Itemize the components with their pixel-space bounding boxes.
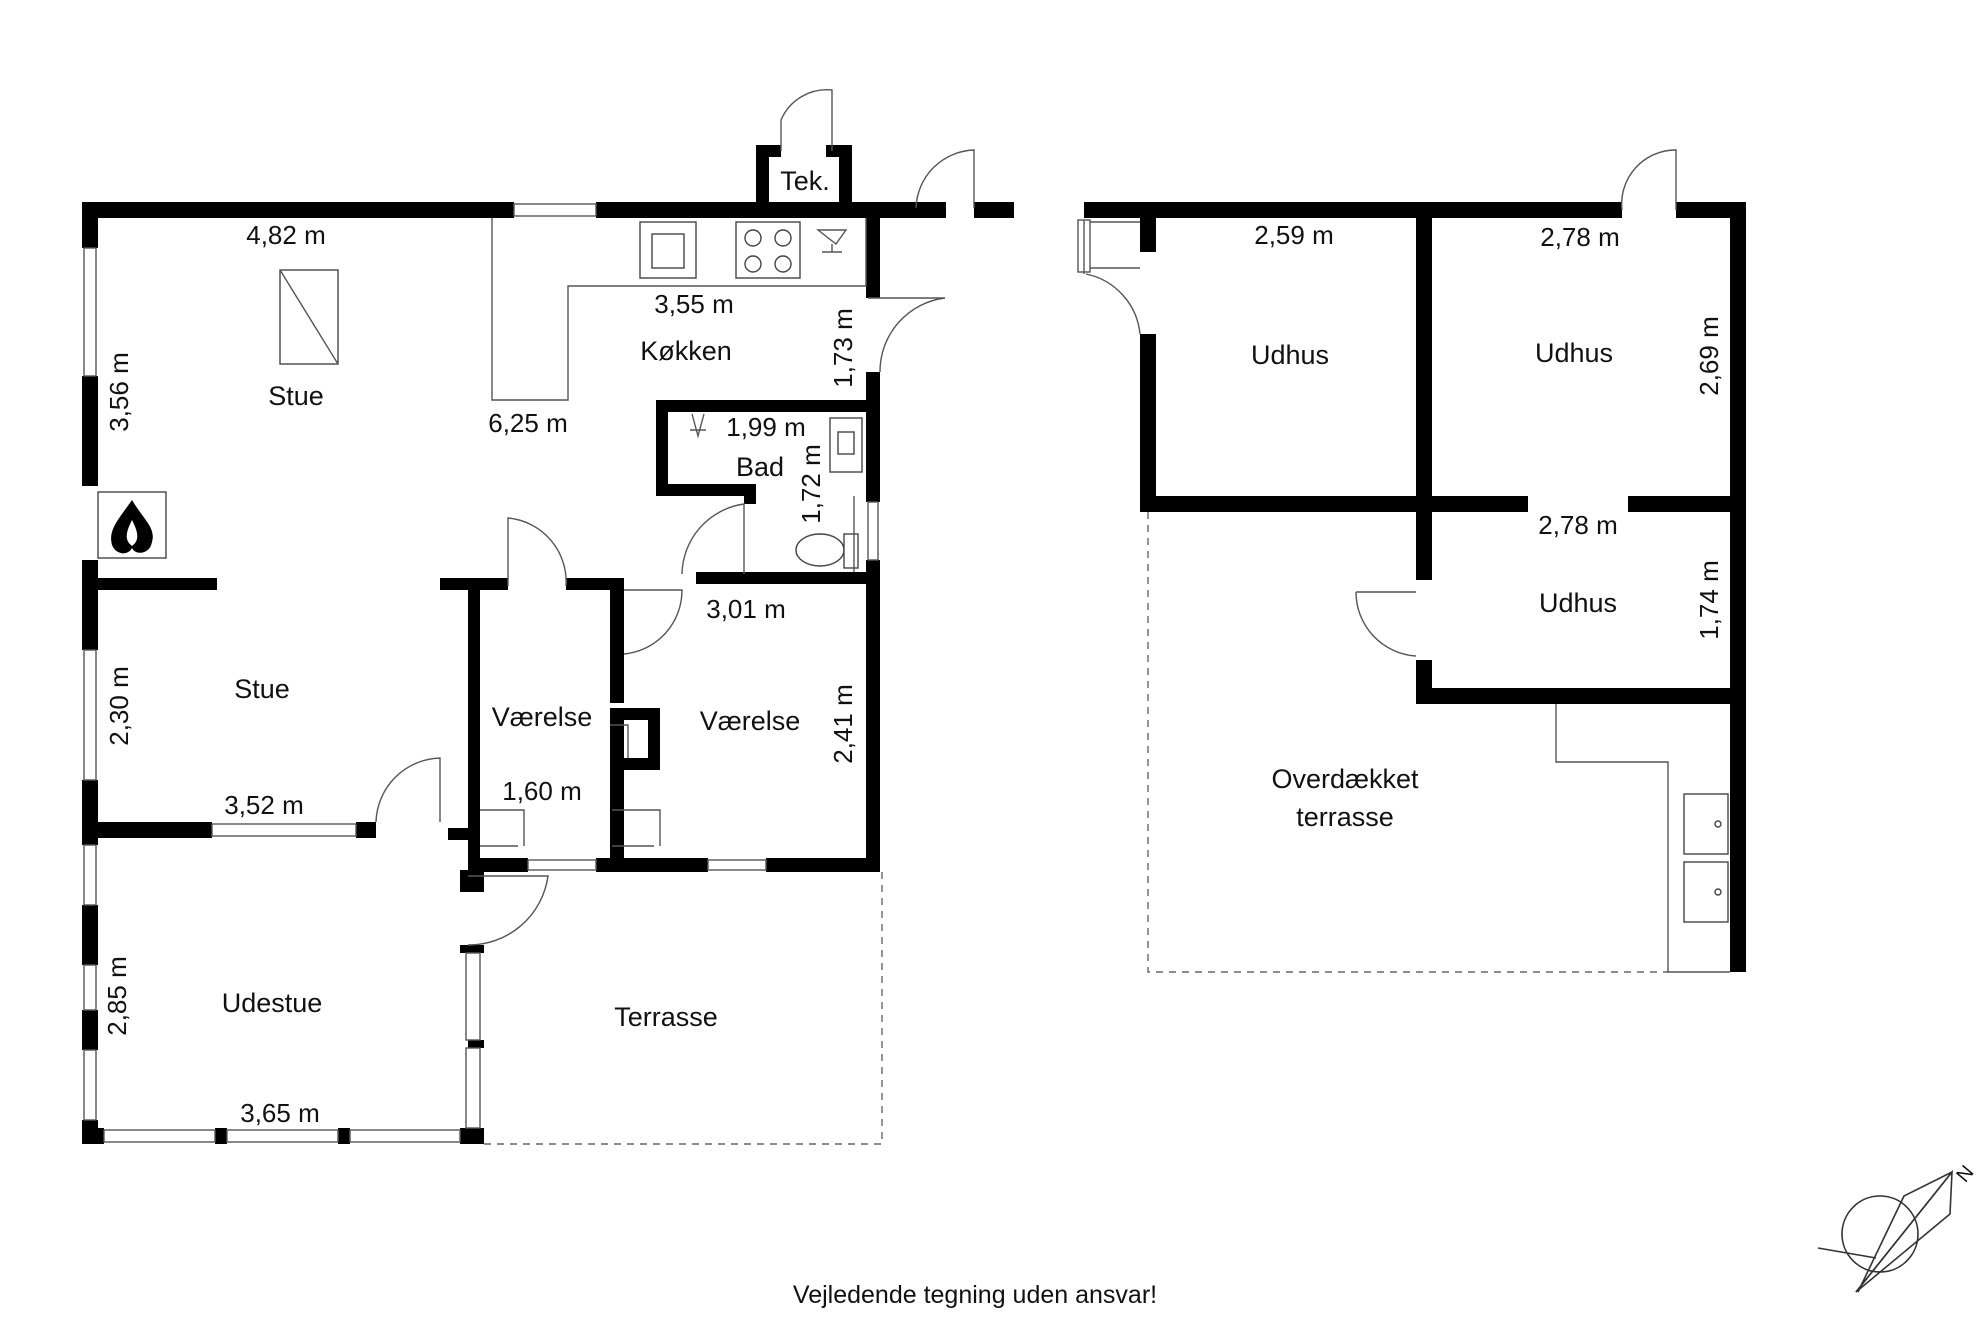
room-label-stue-top: Stue bbox=[268, 381, 324, 411]
toilet-icon bbox=[795, 533, 845, 567]
room-label-vaerelse-large: Værelse bbox=[700, 706, 801, 736]
room-label-overdaekket-line2: terrasse bbox=[1296, 802, 1394, 832]
house-windows bbox=[83, 203, 879, 1143]
room-label-udhus-1: Udhus bbox=[1251, 340, 1329, 370]
house-doors bbox=[375, 89, 975, 946]
room-label-overdaekket-line1: Overdækket bbox=[1271, 764, 1419, 794]
dim-kokken-height: 1,73 m bbox=[828, 308, 858, 388]
dim-udhus-3-width: 2,78 m bbox=[1538, 510, 1618, 540]
dim-kokken-length: 6,25 m bbox=[488, 408, 568, 438]
utility-sink-icon bbox=[1683, 793, 1729, 855]
disclaimer-caption: Vejledende tegning uden ansvar! bbox=[793, 1281, 1157, 1309]
dim-stue-mid-width: 3,52 m bbox=[224, 790, 304, 820]
dim-udhus-1-width: 2,59 m bbox=[1254, 220, 1334, 250]
room-label-vaerelse-small: Værelse bbox=[492, 702, 593, 732]
dim-stue-top-height: 3,56 m bbox=[104, 352, 134, 432]
dim-udestue-width: 3,65 m bbox=[240, 1098, 320, 1128]
stove-icon bbox=[735, 221, 801, 279]
dim-udestue-height: 2,85 m bbox=[102, 956, 132, 1036]
room-label-stue-mid: Stue bbox=[234, 674, 290, 704]
room-label-terrasse: Terrasse bbox=[614, 1002, 718, 1032]
extractor-icon bbox=[815, 229, 848, 253]
room-label-udestue: Udestue bbox=[222, 988, 323, 1018]
room-label-tek: Tek. bbox=[780, 166, 830, 196]
dim-udhus-2-height: 2,69 m bbox=[1694, 316, 1724, 396]
dim-kokken-width: 3,55 m bbox=[654, 289, 734, 319]
outbuilding-doors bbox=[1077, 149, 1677, 657]
room-label-udhus-2: Udhus bbox=[1535, 338, 1613, 368]
dim-bad-width: 1,99 m bbox=[726, 412, 806, 442]
dimension-labels: 4,82 m 3,56 m 3,55 m 6,25 m 1,73 m 1,99 … bbox=[102, 220, 1724, 1128]
compass-icon: N bbox=[1817, 1162, 1978, 1293]
dim-stue-mid-height: 2,30 m bbox=[104, 666, 134, 746]
shower-icon bbox=[690, 413, 706, 439]
room-label-kokken: Køkken bbox=[640, 336, 732, 366]
outbuilding-fixtures bbox=[1147, 512, 1730, 973]
house-fixtures bbox=[97, 218, 883, 1145]
room-labels: Stue Køkken Bad Tek. Stue Værelse Værels… bbox=[222, 166, 1617, 1032]
dim-vaerelse-large-width: 3,01 m bbox=[706, 594, 786, 624]
compass-north-label: N bbox=[1952, 1162, 1978, 1187]
room-label-udhus-3: Udhus bbox=[1539, 588, 1617, 618]
dim-vaerelse-large-height: 2,41 m bbox=[828, 684, 858, 764]
dim-stue-top-width: 4,82 m bbox=[246, 220, 326, 250]
house-walls bbox=[82, 145, 1014, 1144]
dim-udhus-2-width: 2,78 m bbox=[1540, 222, 1620, 252]
dim-bad-height: 1,72 m bbox=[796, 444, 826, 524]
room-label-bad: Bad bbox=[736, 452, 784, 482]
dim-udhus-3-height: 1,74 m bbox=[1694, 560, 1724, 640]
outbuilding-walls bbox=[1084, 202, 1746, 972]
dim-vaerelse-small-width: 1,60 m bbox=[502, 776, 582, 806]
